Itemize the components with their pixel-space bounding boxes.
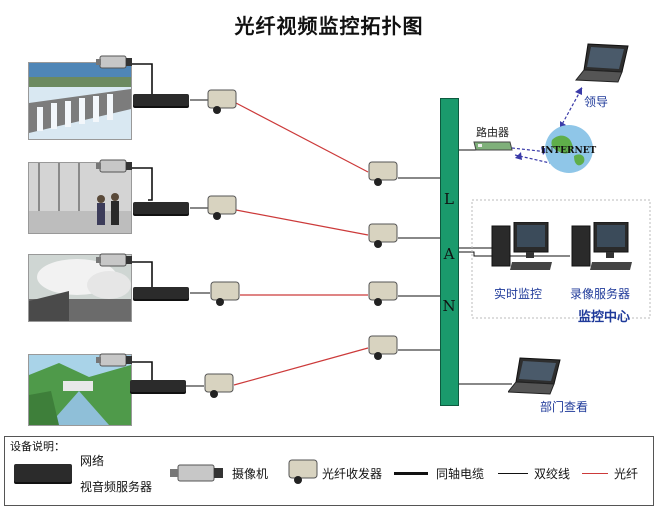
legend-fiber-line bbox=[582, 473, 608, 474]
coax-cables bbox=[132, 63, 153, 387]
legend-transceiver-label: 光纤收发器 bbox=[322, 467, 383, 481]
monitoring-center-label: 监控中心 bbox=[578, 310, 631, 325]
internet-label: INTERNET bbox=[541, 146, 597, 156]
lan-bus bbox=[440, 98, 459, 406]
monitoring-center-frame bbox=[471, 199, 651, 319]
video-server-icon bbox=[133, 94, 189, 106]
legend-twisted-line bbox=[498, 473, 528, 474]
department-view-label: 部门查看 bbox=[540, 400, 589, 414]
legend-camera-label: 摄像机 bbox=[232, 467, 269, 481]
transceiver-icon bbox=[204, 373, 234, 398]
legend-server-line2: 视音频服务器 bbox=[80, 480, 153, 494]
video-server-icon bbox=[133, 202, 189, 214]
legend-panel bbox=[4, 436, 654, 506]
camera-icon bbox=[96, 159, 132, 173]
lan-letter-l: L bbox=[444, 190, 454, 208]
lan-letter-a: A bbox=[443, 245, 455, 263]
legend-coax-label: 同轴电缆 bbox=[436, 467, 485, 481]
transceiver-icon bbox=[368, 335, 398, 360]
computer-icon bbox=[571, 222, 632, 270]
transceiver-icon bbox=[207, 195, 237, 220]
legend-transceiver-icon bbox=[288, 459, 318, 484]
site-photo-hall bbox=[28, 162, 132, 234]
router-label: 路由器 bbox=[476, 126, 509, 139]
leader-label: 领导 bbox=[584, 95, 609, 109]
site-photo-dam bbox=[28, 62, 132, 140]
legend-fiber-label: 光纤 bbox=[614, 467, 639, 481]
legend-coax-line bbox=[394, 472, 428, 475]
camera-icon bbox=[96, 253, 132, 267]
transceiver-icon bbox=[368, 281, 398, 306]
lan-letter-n: N bbox=[442, 297, 456, 315]
laptop-icon bbox=[508, 357, 561, 395]
recorder-server-label: 录像服务器 bbox=[570, 287, 631, 301]
realtime-monitor-label: 实时监控 bbox=[494, 287, 543, 301]
twisted-pair-lan-links bbox=[398, 177, 440, 351]
computer-icon bbox=[491, 222, 552, 270]
video-server-icon bbox=[130, 380, 186, 392]
transceiver-icon bbox=[368, 161, 398, 186]
router-icon bbox=[473, 141, 513, 151]
site-photo-valley bbox=[28, 354, 132, 426]
transceiver-icon bbox=[210, 281, 240, 306]
camera-icon bbox=[96, 353, 132, 367]
legend-server-line1: 网络 bbox=[80, 454, 105, 468]
laptop-icon bbox=[574, 43, 629, 83]
fiber-links bbox=[233, 102, 369, 386]
transceiver-icon bbox=[207, 89, 237, 114]
site-photo-spillway bbox=[28, 254, 132, 322]
legend-server-icon bbox=[14, 464, 72, 482]
legend-heading: 设备说明： bbox=[10, 440, 65, 453]
legend-camera-icon bbox=[170, 464, 223, 482]
video-server-icon bbox=[133, 287, 189, 299]
diagram-title: 光纤视频监控拓扑图 bbox=[234, 14, 424, 38]
twisted-pair-server-links bbox=[186, 99, 210, 387]
camera-icon bbox=[96, 55, 132, 69]
globe-icon bbox=[545, 125, 593, 173]
legend-twisted-label: 双绞线 bbox=[534, 467, 571, 481]
transceiver-icon bbox=[368, 223, 398, 248]
